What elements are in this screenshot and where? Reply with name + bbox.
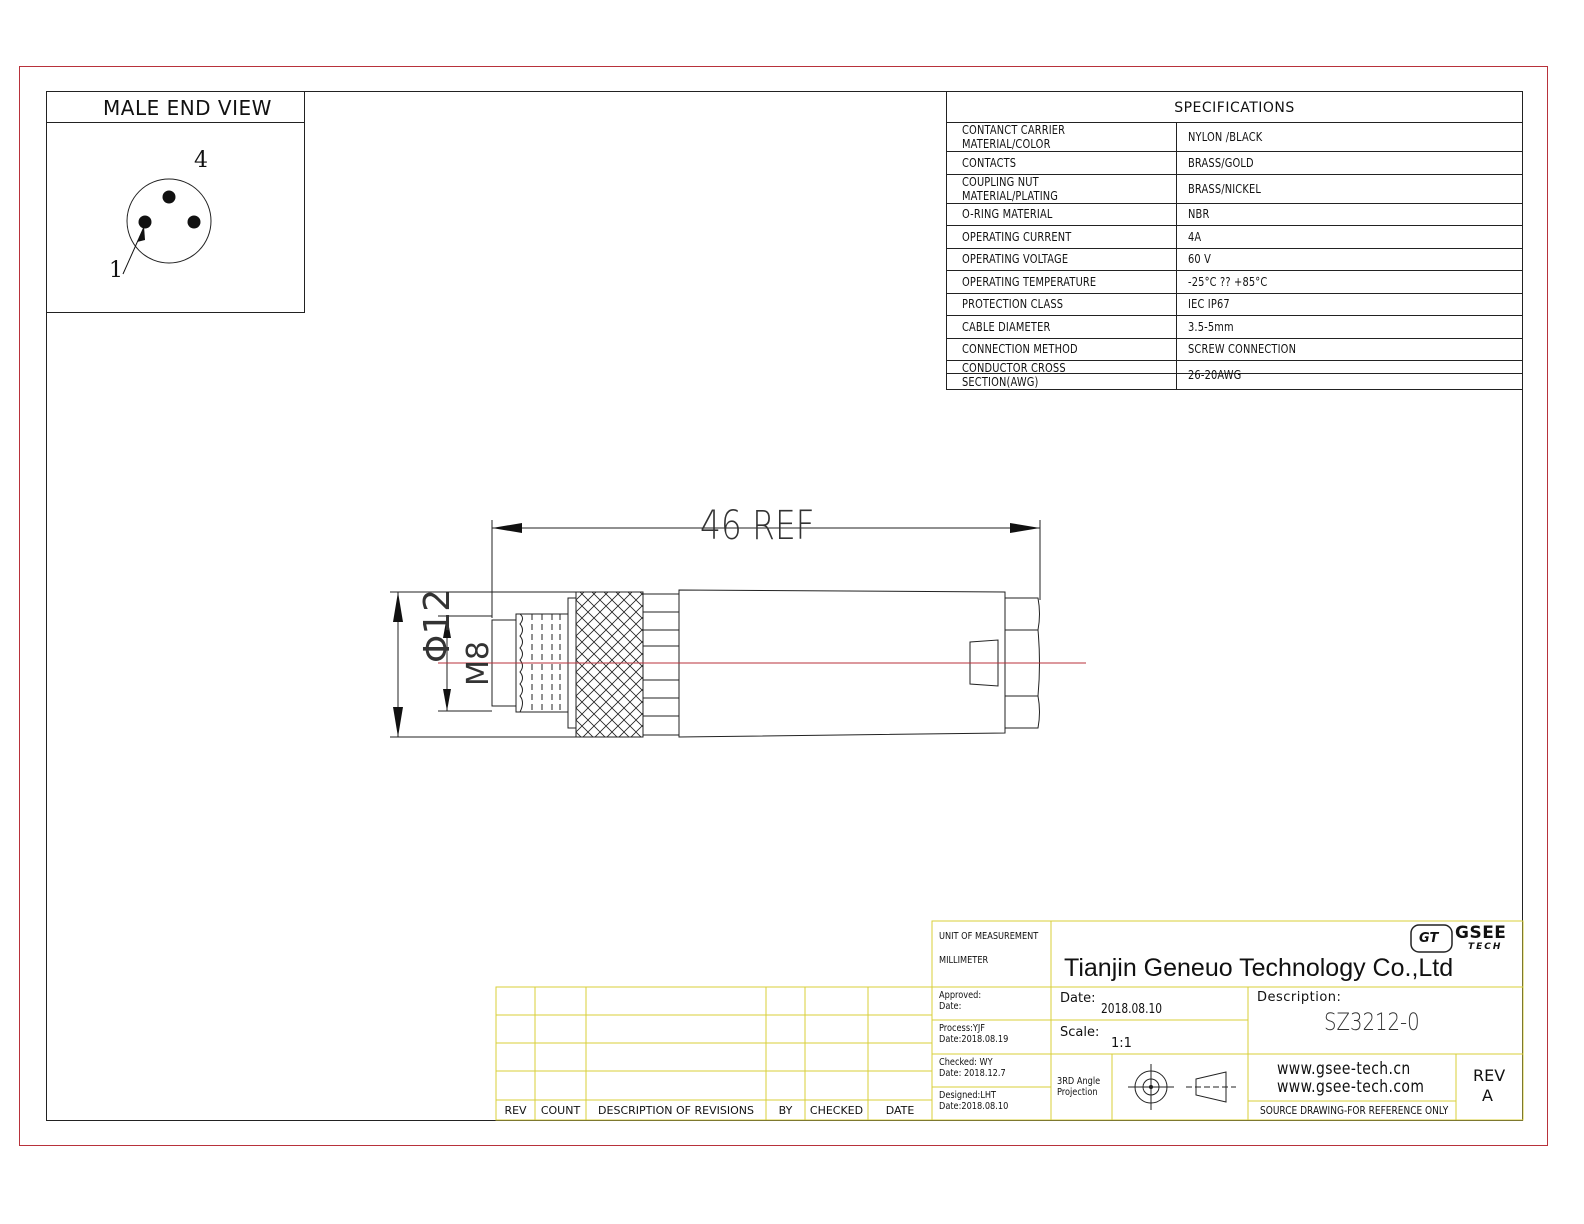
designed-date: Date:2018.08.10: [939, 1101, 1009, 1112]
spec-value: BRASS/NICKEL: [1176, 173, 1523, 204]
pin-layout-diagram: [122, 178, 212, 275]
spec-value: NBR: [1176, 202, 1523, 226]
revision-grid: [495, 986, 933, 1121]
specifications-table: SPECIFICATIONS CONTANCT CARRIER MATERIAL…: [946, 91, 1523, 390]
length-dimension-label: 46 REF: [700, 503, 815, 549]
rev-label: REV: [1473, 1066, 1506, 1085]
logo-text: GSEE: [1455, 923, 1507, 943]
website-com: www.gsee-tech.com: [1277, 1077, 1425, 1097]
description-of-revisions-header: DESCRIPTION OF REVISIONS: [598, 1104, 754, 1117]
reference-note: SOURCE DRAWING-FOR REFERENCE ONLY: [1260, 1104, 1449, 1117]
cable-gland-nut: [1004, 597, 1040, 729]
company-logo-icon: [1410, 924, 1453, 953]
designed-label: Designed:LHT: [939, 1090, 997, 1101]
spec-value: SCREW CONNECTION: [1176, 337, 1523, 361]
male-end-view-panel: MALE END VIEW 4 1: [46, 91, 305, 313]
pin-1: [138, 215, 152, 229]
male-end-view-header: MALE END VIEW: [47, 92, 304, 123]
unit-value: MILLIMETER: [939, 955, 989, 966]
outer-border: [19, 66, 1548, 1146]
spec-label: CONTANCT CARRIER MATERIAL/COLOR: [946, 122, 1177, 152]
spec-row: CONDUCTOR CROSS SECTION(AWG)26-20AWG: [946, 360, 1523, 390]
logo-mark: GT: [1419, 931, 1439, 946]
connector-body: [678, 589, 1006, 738]
spec-row: OPERATING TEMPERATURE-25°C ?? +85°C: [946, 270, 1523, 294]
length-dimension: [491, 520, 1041, 618]
rev-value: A: [1482, 1086, 1493, 1105]
connector-face: [126, 178, 212, 264]
spec-label: PROTECTION CLASS: [946, 292, 1177, 316]
diameter-dimension: [390, 591, 582, 738]
spec-label: O-RING MATERIAL: [946, 202, 1177, 226]
scale-label: Scale:: [1060, 1025, 1100, 1040]
checked-header: CHECKED: [809, 1104, 864, 1117]
pin-3: [187, 215, 201, 229]
spec-label: CONDUCTOR CROSS SECTION(AWG): [946, 360, 1177, 390]
checked-label: Checked: WY: [939, 1057, 993, 1068]
spec-label: CONNECTION METHOD: [946, 337, 1177, 361]
process-label: Process:YJF: [939, 1023, 986, 1034]
process-date: Date:2018.08.19: [939, 1034, 1009, 1045]
count-header: COUNT: [540, 1104, 581, 1117]
title-block-lines: [931, 920, 1524, 1121]
description-label: Description:: [1257, 990, 1342, 1005]
spec-value: 60 V: [1176, 247, 1523, 271]
approved-date: Date:: [939, 1001, 962, 1012]
scale-value: 1:1: [1111, 1036, 1132, 1051]
pin-1-label: 1: [109, 258, 123, 283]
projection-line-2: Projection: [1057, 1087, 1098, 1098]
date-header: DATE: [885, 1104, 915, 1117]
thread-dimension: [438, 615, 492, 712]
spec-label: CABLE DIAMETER: [946, 315, 1177, 339]
knurled-nut: [575, 591, 644, 738]
spec-label: OPERATING CURRENT: [946, 225, 1177, 249]
spec-value: 26-20AWG: [1176, 360, 1523, 390]
approved-label: Approved:: [939, 990, 982, 1001]
by-header: BY: [778, 1104, 793, 1117]
spec-label: OPERATING TEMPERATURE: [946, 270, 1177, 294]
date-label: Date:: [1060, 991, 1096, 1006]
spec-value: NYLON /BLACK: [1176, 122, 1523, 152]
rev-header: REV: [504, 1104, 527, 1117]
pin-4: [162, 190, 176, 204]
projection-line-1: 3RD Angle: [1057, 1076, 1101, 1087]
unit-label: UNIT OF MEASUREMENT: [939, 931, 1039, 942]
pin-1-arrow: [137, 226, 145, 242]
projection-symbol-icon: [1128, 1064, 1236, 1110]
specifications-title: SPECIFICATIONS: [1174, 100, 1295, 116]
spec-label: CONTACTS: [946, 151, 1177, 175]
date-value: 2018.08.10: [1101, 1002, 1163, 1017]
specifications-header: SPECIFICATIONS: [947, 92, 1522, 122]
logo-sub: TECH: [1468, 942, 1503, 952]
website-cn: www.gsee-tech.cn: [1277, 1059, 1411, 1079]
checked-date: Date: 2018.12.7: [939, 1068, 1006, 1079]
pin-4-label: 4: [194, 148, 208, 173]
spec-value: 4A: [1176, 225, 1523, 249]
male-end-view-title: MALE END VIEW: [103, 96, 272, 120]
company-name: Tianjin Geneuo Technology Co.,Ltd: [1064, 954, 1454, 982]
part-number: SZ3212-0: [1324, 1008, 1420, 1036]
